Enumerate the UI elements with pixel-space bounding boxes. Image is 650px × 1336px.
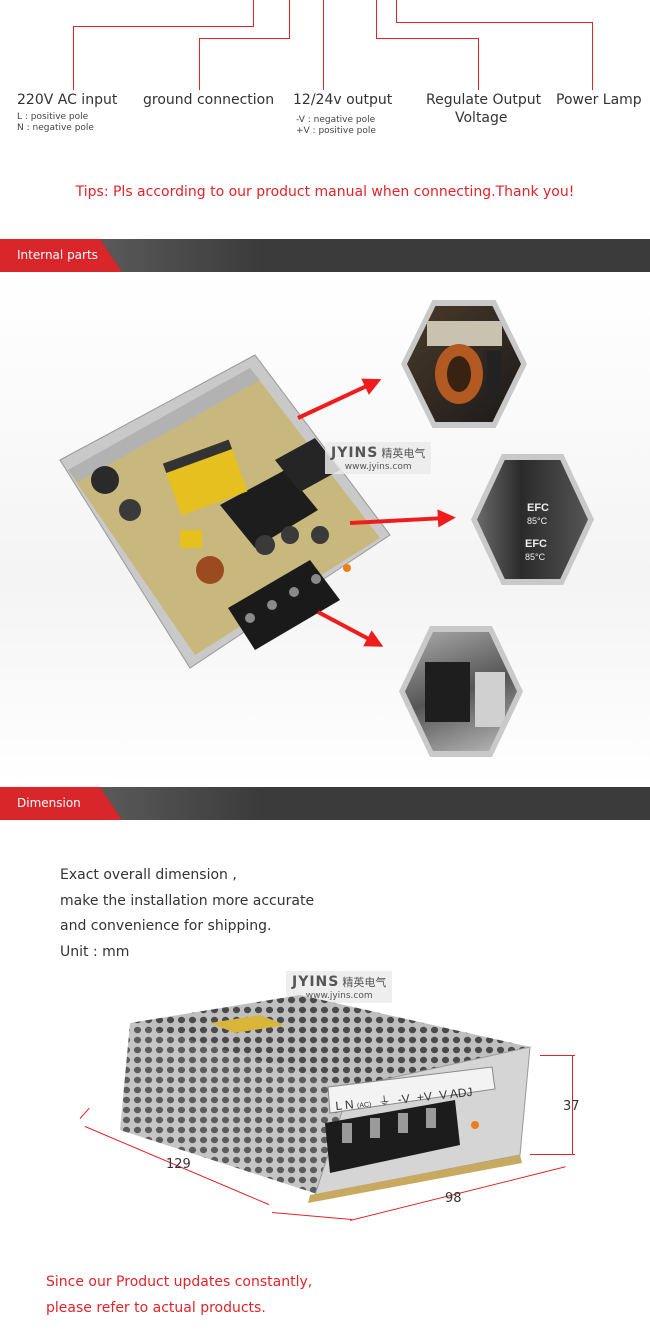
closeup-inductor-hex (401, 300, 527, 428)
label-ground: ground connection (143, 92, 275, 108)
ac-input-sub-n: N : negative pole (17, 123, 94, 133)
power-supply-image (120, 995, 531, 1203)
footer-note: Since our Product updates constantly, pl… (46, 1270, 312, 1321)
panel-label-ac: (AC) (356, 1101, 372, 1110)
dimension-description: Exact overall dimension , make the insta… (60, 863, 314, 965)
pcb-board-image (59, 354, 391, 669)
dimension-line-3: and convenience for shipping. (60, 918, 272, 934)
label-ac-input: 220V AC input (17, 92, 118, 108)
section-title-dimension: Dimension (17, 796, 81, 810)
height-dim-vertical (572, 1055, 573, 1155)
label-regulate-voltage: Voltage (455, 110, 508, 126)
footer-note-line-1: Since our Product updates constantly, (46, 1274, 313, 1290)
watermark-cn-2: 精英电气 (342, 976, 387, 989)
section-banner-internal: Internal parts (0, 239, 650, 272)
capacitor-brand-2: EFC (525, 538, 547, 550)
tips-text: Tips: Pls according to our product manua… (75, 184, 575, 200)
watermark-url: www.jyins.com (344, 462, 412, 472)
label-output: 12/24v output (293, 92, 393, 108)
footer-note-line-2: please refer to actual products. (46, 1299, 266, 1316)
panel-label-ln: L N (334, 1097, 355, 1114)
dim-width: 98 (445, 1191, 462, 1206)
label-power-lamp: Power Lamp (556, 92, 642, 108)
dimension-unit: Unit : mm (60, 943, 130, 960)
label-regulate: Regulate Output (426, 92, 542, 108)
watermark-brand-2: JYINS (292, 974, 340, 990)
output-sub-neg: -V : negative pole (296, 115, 376, 125)
dim-length: 129 (166, 1157, 191, 1172)
panel-label-ground: ⏚ (377, 1093, 392, 1109)
inductor-coil-image (427, 321, 502, 404)
watermark-url-2: www.jyins.com (305, 991, 373, 1001)
section-title-internal: Internal parts (17, 248, 98, 262)
terminal-block-image (425, 662, 505, 727)
length-dim-tick-1 (79, 1107, 90, 1119)
width-dim-ext (271, 1212, 352, 1220)
height-dim-bottom (530, 1154, 575, 1155)
capacitor-brand: EFC (527, 502, 549, 514)
dimension-line-2: make the installation more accurate (60, 892, 315, 909)
panel-label-pos-v: +V (416, 1089, 433, 1105)
capacitor-temp: 85°C (527, 516, 548, 526)
watermark-cn: 精英电气 (381, 447, 426, 460)
capacitor-temp-2: 85°C (525, 552, 546, 562)
section-banner-dimension: Dimension (0, 787, 650, 820)
ac-input-sub-l: L : positive pole (17, 112, 89, 122)
watermark-brand: JYINS (331, 445, 379, 461)
panel-label-neg-v: -V (397, 1091, 411, 1107)
output-sub-pos: +V : positive pole (296, 126, 376, 136)
dim-height: 37 (563, 1099, 580, 1114)
dimension-line-1: Exact overall dimension , (60, 867, 237, 883)
height-dim-top (540, 1055, 575, 1056)
panel-label-vadj: V ADJ (438, 1084, 474, 1103)
